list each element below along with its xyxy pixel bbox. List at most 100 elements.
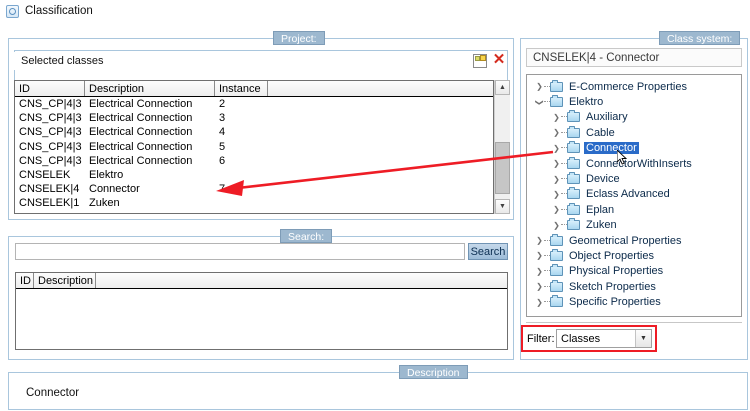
tree-item-zuken[interactable]: ❯Zuken: [531, 218, 741, 233]
search-column-header-blank[interactable]: [96, 273, 507, 288]
tree-connector-line: [544, 301, 550, 303]
search-column-header-description[interactable]: Description: [34, 273, 96, 288]
tree-item-label: E-Commerce Properties: [569, 80, 687, 93]
window-titlebar: Classification: [0, 0, 750, 22]
chevron-down-icon[interactable]: ▼: [635, 330, 651, 347]
filter-divider: [526, 322, 742, 323]
table-row[interactable]: CNSELEK|1 Zuken: [15, 196, 493, 210]
cell-id: CNS_CP|4|3: [19, 126, 82, 139]
tree-item-eplan[interactable]: ❯ Eplan: [531, 202, 741, 217]
chevron-right-icon[interactable]: ❯: [536, 266, 543, 276]
cell-id: CNSELEK|4: [19, 183, 80, 196]
chevron-right-icon[interactable]: ❯: [553, 159, 560, 169]
cell-description: Electrical Connection: [89, 140, 193, 153]
class-tree[interactable]: ❯E-Commerce Properties❯Elektro❯Auxiliary…: [526, 74, 742, 317]
close-icon[interactable]: ✕: [492, 51, 506, 68]
tree-item-label: Auxiliary: [586, 111, 628, 124]
tree-item-label: Connector: [584, 142, 639, 155]
search-button[interactable]: Search: [468, 243, 508, 260]
folder-icon: [550, 233, 563, 246]
chevron-right-icon[interactable]: ❯: [553, 128, 560, 138]
cell-id: CNS_CP|4|3: [19, 140, 82, 153]
selected-classes-title: Selected classes: [14, 52, 314, 70]
chevron-right-icon[interactable]: ❯: [553, 220, 560, 230]
tree-connector-line: [561, 131, 567, 134]
new-class-icon[interactable]: [473, 54, 487, 68]
tree-item-label: Geometrical Properties: [569, 234, 682, 247]
tree-connector-line: [561, 208, 567, 211]
chevron-up-icon[interactable]: ▲: [495, 80, 510, 95]
cell-description: Zuken: [89, 197, 120, 210]
table-row[interactable]: CNSELEK|4 Connector 7: [15, 182, 493, 196]
chevron-right-icon[interactable]: ❯: [536, 236, 543, 246]
cell-description: Elektro: [89, 169, 124, 182]
folder-icon: [567, 187, 580, 200]
column-header-blank[interactable]: [268, 81, 493, 96]
chevron-right-icon[interactable]: ❯: [536, 282, 543, 292]
folder-icon: [550, 79, 563, 92]
cell-description: Connector: [89, 183, 140, 196]
chevron-right-icon[interactable]: ❯: [553, 174, 560, 184]
filter-select[interactable]: Classes ▼: [556, 329, 652, 348]
tree-item-e-commerce-properties[interactable]: ❯ E-Commerce Properties: [531, 79, 741, 94]
tree-item-label: Sketch Properties: [569, 280, 656, 293]
tree-item-device[interactable]: ❯Device: [531, 171, 741, 186]
chevron-right-icon[interactable]: ❯: [553, 112, 560, 122]
tree-item-elektro[interactable]: ❯Elektro: [531, 94, 741, 109]
tree-item-geometrical-properties[interactable]: ❯ Geometrical Properties: [531, 233, 741, 248]
filter-label: Filter:: [527, 333, 555, 345]
cell-id: CNSELEK|1: [19, 197, 80, 210]
description-panel-label: Description: [399, 365, 468, 379]
selected-classes-scrollbar[interactable]: ▲ ▼: [494, 80, 510, 214]
tree-item-label: Specific Properties: [569, 296, 661, 309]
chevron-right-icon[interactable]: ❯: [553, 189, 560, 199]
folder-icon: [550, 248, 563, 261]
column-header-id[interactable]: ID: [15, 81, 85, 96]
cell-instance: 4: [219, 126, 226, 139]
tree-item-cable[interactable]: ❯ Cable: [531, 125, 741, 140]
tree-item-connector[interactable]: ❯ Connector: [531, 141, 741, 156]
tree-item-sketch-properties[interactable]: ❯ Sketch Properties: [531, 279, 741, 294]
cell-instance: 2: [219, 98, 226, 111]
folder-icon: [567, 141, 580, 154]
search-column-header-id[interactable]: ID: [16, 273, 34, 288]
page-title: Classification: [25, 5, 93, 17]
tree-item-label: Eplan: [586, 203, 615, 216]
chevron-down-icon[interactable]: ▼: [495, 199, 510, 214]
chevron-down-icon[interactable]: ❯: [535, 98, 544, 106]
tree-item-label: ConnectorWithInserts: [586, 157, 692, 170]
tree-item-eclass-advanced[interactable]: ❯Eclass Advanced: [531, 187, 741, 202]
chevron-right-icon[interactable]: ❯: [536, 297, 543, 307]
tree-item-label: Cable: [586, 126, 615, 139]
tree-item-object-properties[interactable]: ❯Object Properties: [531, 248, 741, 263]
chevron-right-icon[interactable]: ❯: [553, 205, 560, 215]
tree-connector-line: [561, 116, 567, 118]
column-header-description[interactable]: Description: [85, 81, 215, 96]
column-header-instance[interactable]: Instance: [215, 81, 268, 96]
tree-connector-line: [544, 285, 550, 288]
tree-item-auxiliary[interactable]: ❯ Auxiliary: [531, 110, 741, 125]
scrollbar-thumb[interactable]: [495, 142, 510, 194]
chevron-right-icon[interactable]: ❯: [536, 251, 543, 261]
cell-description: Electrical Connection: [89, 98, 193, 111]
tree-connector-line: [544, 270, 550, 272]
tree-connector-line: [544, 239, 550, 242]
tree-item-connectorwithinserts[interactable]: ❯ ConnectorWithInserts: [531, 156, 741, 171]
chevron-right-icon[interactable]: ❯: [553, 143, 560, 153]
chevron-right-icon[interactable]: ❯: [536, 82, 543, 92]
cell-id: CNS_CP|4|3: [19, 112, 82, 125]
cell-instance: 7: [219, 183, 226, 196]
search-results-header-row: ID Description: [16, 273, 507, 289]
class-system-panel-label: Class system:: [659, 31, 741, 45]
tree-connector-line: [561, 147, 567, 149]
search-input[interactable]: [15, 243, 465, 260]
tree-item-specific-properties[interactable]: ❯ Specific Properties: [531, 294, 741, 309]
tree-item-physical-properties[interactable]: ❯Physical Properties: [531, 264, 741, 279]
